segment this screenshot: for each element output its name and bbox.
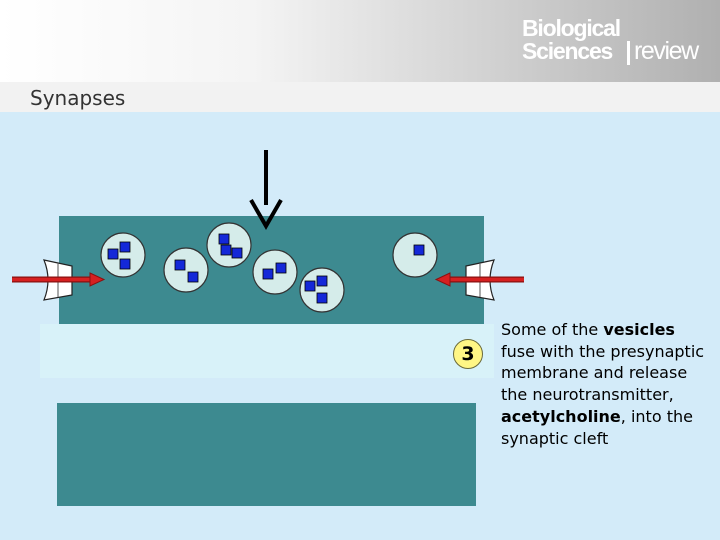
- vesicle: [163, 247, 209, 293]
- neurotransmitter-molecule: [174, 259, 186, 271]
- neurotransmitter-molecule: [275, 262, 287, 274]
- logo-divider: [627, 41, 630, 65]
- neurotransmitter-molecule: [119, 258, 131, 270]
- synaptic-cleft: [40, 324, 494, 378]
- header-banner: Biological Sciences review: [0, 0, 720, 82]
- biological-sciences-review-logo: Biological Sciences review: [522, 14, 714, 66]
- step-number-badge: 3: [453, 339, 483, 369]
- nerve-impulse-arrow: [249, 150, 283, 231]
- neurotransmitter-molecule: [107, 248, 119, 260]
- caption-term-vesicles: vesicles: [603, 320, 675, 339]
- vesicle: [100, 232, 146, 278]
- logo-line-1: Biological: [522, 15, 621, 41]
- title-bar: [0, 82, 720, 112]
- synapse-diagram: [12, 150, 524, 506]
- logo-line-2: Sciences: [522, 38, 613, 64]
- caption-term-acetylcholine: acetylcholine: [501, 406, 621, 426]
- caption-text: , into the synaptic cleft: [501, 406, 693, 448]
- neurotransmitter-molecule: [316, 275, 328, 287]
- neurotransmitter-molecule: [413, 244, 425, 256]
- vesicle: [252, 249, 298, 295]
- neurotransmitter-molecule: [262, 268, 274, 280]
- logo-line-3: review: [634, 37, 699, 65]
- neurotransmitter-molecule: [316, 292, 328, 304]
- caption-text: fuse with the presynaptic membrane and r…: [501, 341, 705, 405]
- neurotransmitter-molecule: [304, 280, 316, 292]
- slide-title: Synapses: [30, 86, 126, 110]
- neurotransmitter-molecule: [220, 244, 232, 256]
- calcium-influx-arrow-left: [12, 272, 106, 287]
- step-caption: Some of the vesicles fuse with the presy…: [501, 319, 711, 449]
- neurotransmitter-molecule: [119, 241, 131, 253]
- vesicle: [299, 267, 345, 313]
- caption-text: Some of the: [501, 320, 604, 339]
- postsynaptic-membrane: [57, 403, 476, 506]
- vesicle: [392, 232, 438, 278]
- neurotransmitter-molecule: [187, 271, 199, 283]
- calcium-influx-arrow-right: [434, 272, 524, 287]
- neurotransmitter-molecule: [218, 233, 230, 245]
- vesicle: [206, 222, 252, 268]
- neurotransmitter-molecule: [231, 247, 243, 259]
